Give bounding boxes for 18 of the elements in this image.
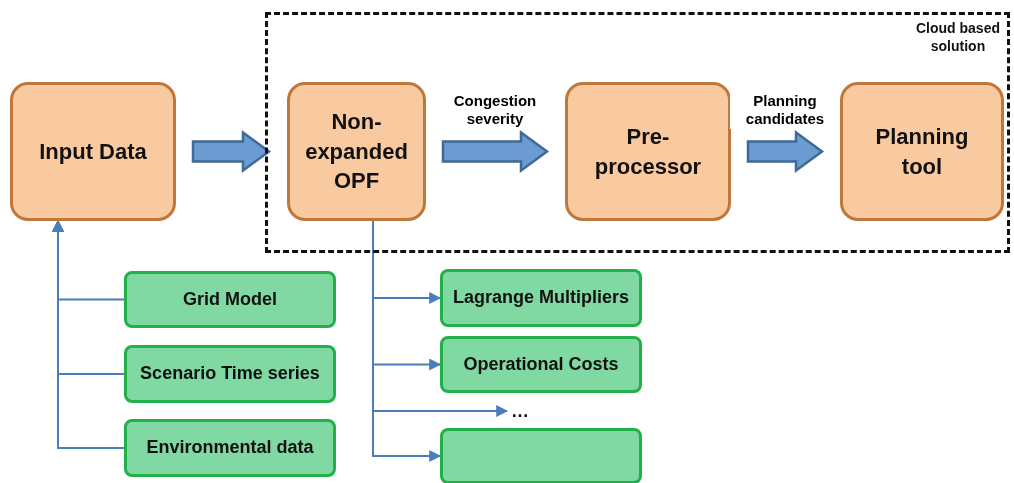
block-arrow xyxy=(746,130,825,173)
output-box: Lagrange Multipliers xyxy=(440,269,642,327)
output-box: Operational Costs xyxy=(440,336,642,393)
process-box: Planning tool xyxy=(840,82,1004,221)
process-box: Pre-processor xyxy=(565,82,731,221)
cloud-region xyxy=(265,12,1010,253)
output-box: Scenario Time series xyxy=(124,345,336,403)
process-box: Input Data xyxy=(10,82,176,221)
output-box: Environmental data xyxy=(124,419,336,477)
output-box: Grid Model xyxy=(124,271,336,328)
ellipsis-text: … xyxy=(511,400,529,422)
process-box: Non-expanded OPF xyxy=(287,82,426,221)
region-label: Cloud based solution xyxy=(915,19,1001,56)
connector-arrow xyxy=(372,220,442,462)
empty-box xyxy=(440,428,642,483)
block-arrow xyxy=(441,130,550,173)
connector-arrow xyxy=(52,219,125,449)
block-arrow xyxy=(191,130,272,173)
